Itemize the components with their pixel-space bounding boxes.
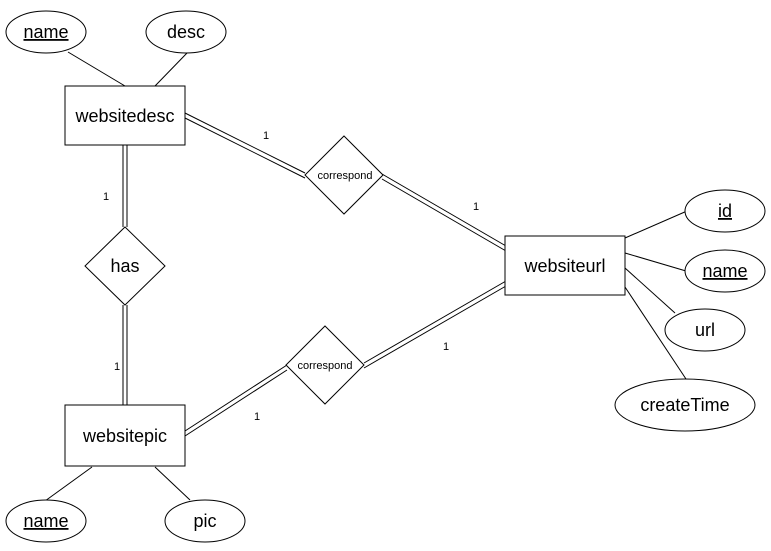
line-corr2-pic-a xyxy=(184,364,288,432)
cardinality-corr-pic-pic: 1 xyxy=(254,411,260,423)
attribute-url-name[interactable]: name xyxy=(684,249,766,293)
cardinality-corr-pic-url: 1 xyxy=(443,341,449,353)
line-corr2-url-b xyxy=(363,285,507,369)
attribute-url-id[interactable]: id xyxy=(684,189,766,233)
line-url-id xyxy=(624,210,688,239)
attribute-pic-pic-label: pic xyxy=(193,511,216,531)
line-corr1-desc-a xyxy=(184,112,306,174)
attribute-pic-name[interactable]: name xyxy=(5,499,87,543)
attribute-url-createtime-label: createTime xyxy=(640,395,729,415)
line-url-name xyxy=(624,252,687,272)
line-desc-name xyxy=(67,51,126,87)
attribute-url-url-label: url xyxy=(695,320,715,340)
cardinality-has-pic: 1 xyxy=(114,361,120,373)
line-url-createtime xyxy=(624,286,687,380)
entity-websiteurl[interactable]: websiteurl xyxy=(504,235,626,296)
attribute-url-url[interactable]: url xyxy=(664,308,746,352)
entity-websitepic[interactable]: websitepic xyxy=(64,404,186,467)
relationship-correspond-pic-label: correspond xyxy=(297,360,352,372)
line-corr1-url-b xyxy=(381,178,507,252)
entity-websiteurl-label: websiteurl xyxy=(523,256,605,276)
line-corr1-url-a xyxy=(381,173,507,247)
cardinality-corr-desc-url: 1 xyxy=(473,201,479,213)
connector-lines xyxy=(44,51,688,502)
entity-websitedesc-label: websitedesc xyxy=(74,106,174,126)
cardinality-corr-desc-desc: 1 xyxy=(263,130,269,142)
attribute-pic-pic[interactable]: pic xyxy=(164,499,246,543)
relationship-has-label: has xyxy=(110,256,139,276)
attribute-pic-name-label: name xyxy=(23,511,68,531)
line-desc-desc xyxy=(154,51,189,87)
line-corr1-desc-b xyxy=(184,117,306,179)
attribute-desc-name-label: name xyxy=(23,22,68,42)
attribute-url-id-label: id xyxy=(718,201,732,221)
relationship-correspond-pic[interactable]: correspond xyxy=(285,325,365,405)
line-url-url xyxy=(624,267,676,314)
attribute-url-name-label: name xyxy=(702,261,747,281)
attribute-url-createtime[interactable]: createTime xyxy=(614,378,756,432)
entity-websitedesc[interactable]: websitedesc xyxy=(64,85,186,146)
relationship-has[interactable]: has xyxy=(84,226,166,306)
line-corr2-url-a xyxy=(363,280,507,364)
attribute-desc-name[interactable]: name xyxy=(5,10,87,54)
cardinality-has-desc: 1 xyxy=(103,191,109,203)
relationship-correspond-desc-label: correspond xyxy=(317,170,372,182)
line-pic-name xyxy=(44,466,93,502)
line-pic-pic xyxy=(154,466,191,501)
attribute-desc-desc[interactable]: desc xyxy=(145,10,227,54)
line-corr2-pic-b xyxy=(184,369,288,437)
relationship-correspond-desc[interactable]: correspond xyxy=(304,135,384,215)
attribute-desc-desc-label: desc xyxy=(167,22,205,42)
entity-websitepic-label: websitepic xyxy=(82,426,167,446)
